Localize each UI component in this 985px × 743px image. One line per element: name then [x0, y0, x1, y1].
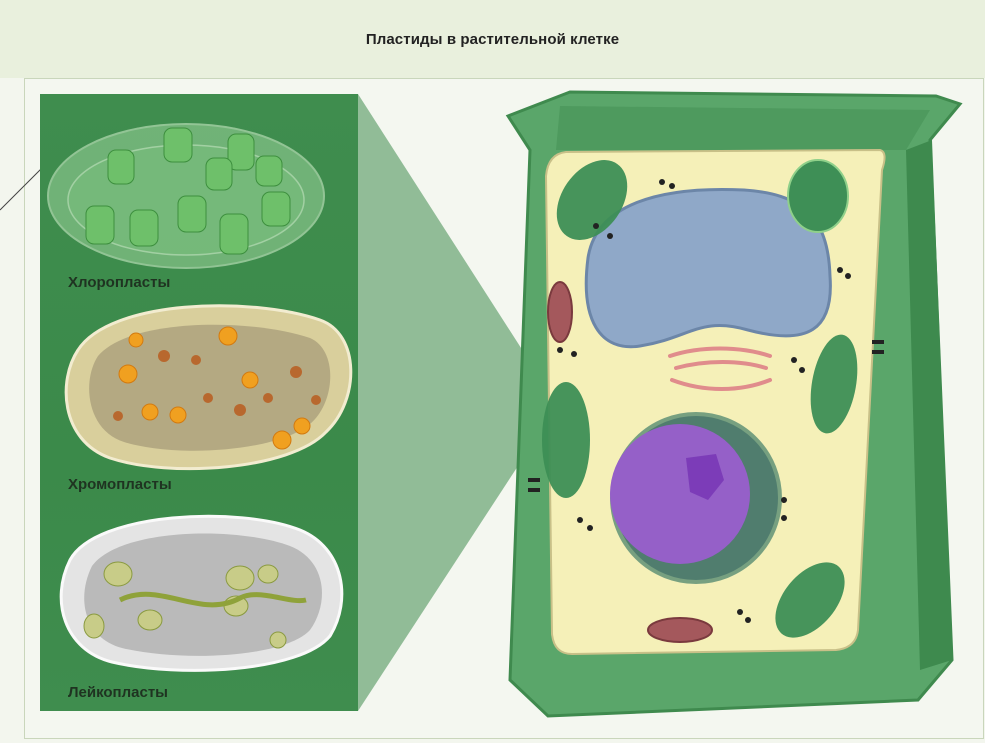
- nucleus: [610, 424, 750, 564]
